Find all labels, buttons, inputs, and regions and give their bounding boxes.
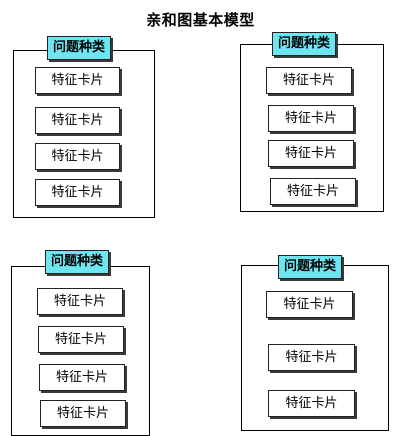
feature-card-2-1: 特征卡片 — [266, 67, 352, 94]
feature-card-3-1: 特征卡片 — [37, 288, 123, 315]
feature-card-4-3: 特征卡片 — [268, 390, 355, 417]
feature-card-3-3: 特征卡片 — [39, 364, 125, 391]
category-header-2: 问题种类 — [272, 32, 336, 56]
feature-card-3-4: 特征卡片 — [40, 400, 126, 427]
feature-card-3-2: 特征卡片 — [38, 326, 124, 353]
category-header-4: 问题种类 — [278, 255, 342, 279]
category-header-1: 问题种类 — [47, 36, 111, 60]
feature-card-1-2: 特征卡片 — [35, 107, 120, 134]
diagram-title: 亲和图基本模型 — [146, 11, 255, 29]
feature-card-2-4: 特征卡片 — [270, 178, 356, 205]
feature-card-1-4: 特征卡片 — [35, 179, 120, 206]
feature-card-1-1: 特征卡片 — [35, 67, 120, 94]
category-header-3: 问题种类 — [45, 250, 109, 274]
feature-card-2-3: 特征卡片 — [268, 140, 354, 167]
feature-card-1-3: 特征卡片 — [35, 143, 120, 170]
feature-card-2-2: 特征卡片 — [268, 105, 354, 132]
feature-card-4-1: 特征卡片 — [266, 291, 353, 318]
feature-card-4-2: 特征卡片 — [268, 344, 355, 371]
